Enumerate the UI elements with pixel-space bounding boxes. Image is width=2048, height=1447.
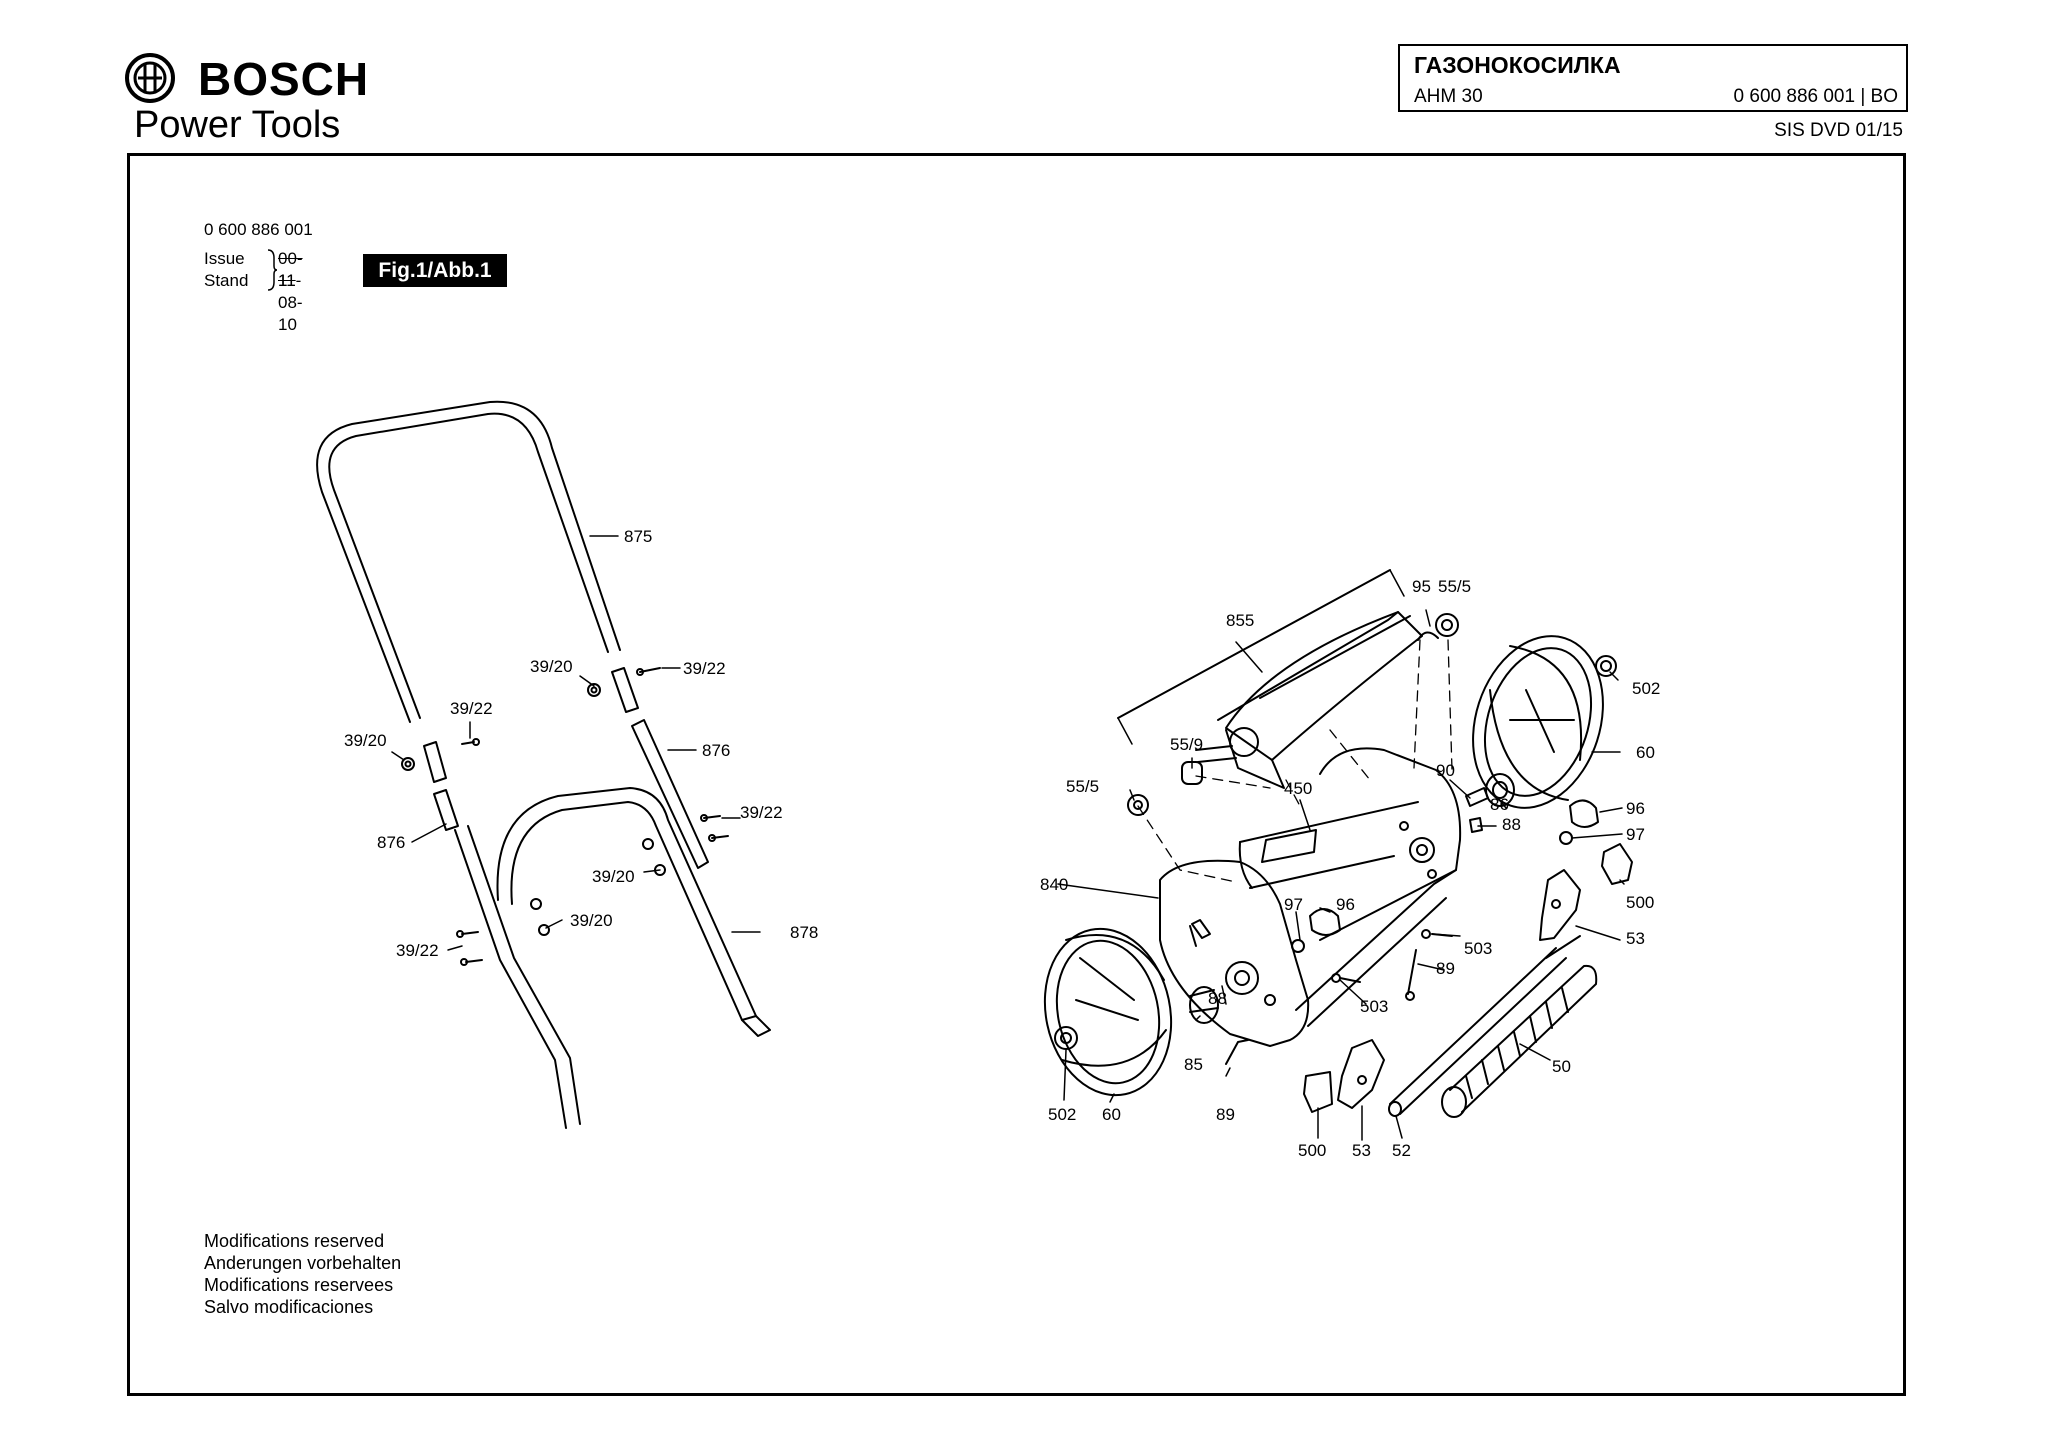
part-label: 39/22 <box>740 803 783 822</box>
part-label: 840 <box>1040 875 1068 894</box>
part-label: 503 <box>1360 997 1388 1016</box>
part-label: 53 <box>1626 929 1645 948</box>
bosch-logo: BOSCH <box>124 52 384 105</box>
part-label: 86 <box>1490 795 1509 814</box>
part-label: 39/22 <box>683 659 726 678</box>
lower-handle-878 <box>454 787 771 1129</box>
part-label: 500 <box>1626 893 1654 912</box>
part-label: 97 <box>1284 895 1303 914</box>
notice-line: Anderungen vorbehalten <box>204 1253 402 1273</box>
part-label: 450 <box>1284 779 1312 798</box>
notice-line: Modifications reservees <box>204 1275 394 1295</box>
upper-handle-875 <box>316 400 621 723</box>
part-label: 39/22 <box>396 941 439 960</box>
part-label: 52 <box>1392 1141 1411 1160</box>
cutting-cylinder-855 <box>1117 569 1423 789</box>
bosch-armature-icon <box>125 53 175 103</box>
model-name: AHM 30 <box>1414 86 1483 107</box>
part-label: 39/20 <box>530 657 573 676</box>
brace-icon <box>267 249 278 291</box>
part-label: 85 <box>1184 1055 1203 1074</box>
part-label: 878 <box>790 923 818 942</box>
figure-label: Fig.1/Abb.1 <box>363 254 507 287</box>
notice-line: Salvo modificaciones <box>204 1297 374 1317</box>
part-label: 88 <box>1502 815 1521 834</box>
part-label: 89 <box>1216 1105 1235 1124</box>
part-label: 876 <box>702 741 730 760</box>
part-label: 97 <box>1626 825 1645 844</box>
stand-label: Stand <box>204 271 249 290</box>
part-label: 503 <box>1464 939 1492 958</box>
product-name: ГАЗОНОКОСИЛКА <box>1414 52 1621 78</box>
part-label: 89 <box>1436 959 1455 978</box>
pin-90-88 <box>1465 787 1581 959</box>
part-label: 55/5 <box>1066 777 1099 796</box>
part-label: 502 <box>1048 1105 1076 1124</box>
part-label: 96 <box>1336 895 1355 914</box>
part-label: 88 <box>1208 989 1227 1008</box>
title-box: ГАЗОНОКОСИЛКА AHM 30 0 600 886 001 | BO <box>1398 44 1908 112</box>
part-label: 39/20 <box>592 867 635 886</box>
dashed-assembly-guides <box>1137 639 1453 883</box>
part-label: 50 <box>1552 1057 1571 1076</box>
catalog-id: SIS DVD 01/15 <box>1774 120 1903 141</box>
old-issue: 00-11 <box>278 249 303 290</box>
part-code: 0 600 886 001 | BO <box>1733 86 1898 107</box>
document-number: 0 600 886 001 <box>204 220 313 239</box>
brand-name: BOSCH <box>198 53 370 105</box>
brand-tagline: Power Tools <box>134 104 341 146</box>
left-connector-876 <box>423 741 459 831</box>
bracket-855 <box>1117 569 1405 745</box>
wheel-left-60 <box>1043 927 1173 1097</box>
part-label: 90 <box>1436 761 1455 780</box>
drawing-frame <box>127 153 1906 1396</box>
handle-fasteners <box>401 667 729 966</box>
side-plate-840 <box>1159 859 1310 1047</box>
housing-450 <box>1238 747 1462 1027</box>
part-label: 39/20 <box>344 731 387 750</box>
part-label: 55/9 <box>1170 735 1203 754</box>
part-label: 95 <box>1412 577 1431 596</box>
part-label: 60 <box>1102 1105 1121 1124</box>
modifications-notice: Modifications reserved Anderungen vorbeh… <box>204 1230 401 1318</box>
brackets-53 <box>1337 869 1581 1109</box>
wheel-right-60 <box>1472 635 1617 809</box>
right-connector-876 <box>611 667 709 869</box>
part-label: 39/22 <box>450 699 493 718</box>
axle-52 <box>1388 947 1567 1117</box>
end-caps-500 <box>1303 843 1633 1113</box>
stand-date: 11-08-10 <box>278 271 303 334</box>
part-label: 53 <box>1352 1141 1371 1160</box>
part-label: 55/5 <box>1438 577 1471 596</box>
part-label: 60 <box>1636 743 1655 762</box>
part-label: 39/20 <box>570 911 613 930</box>
part-label: 876 <box>377 833 405 852</box>
part-label: 502 <box>1632 679 1660 698</box>
leader-lines <box>391 535 1625 1141</box>
notice-line: Modifications reserved <box>204 1231 385 1251</box>
part-label: 96 <box>1626 799 1645 818</box>
part-label: 875 <box>624 527 652 546</box>
gear-86 <box>1485 773 1515 807</box>
part-label: 855 <box>1226 611 1254 630</box>
part-label: 500 <box>1298 1141 1326 1160</box>
pinion-85 <box>1189 986 1219 1024</box>
issue-label: Issue <box>204 249 245 268</box>
roller-50 <box>1441 964 1598 1118</box>
